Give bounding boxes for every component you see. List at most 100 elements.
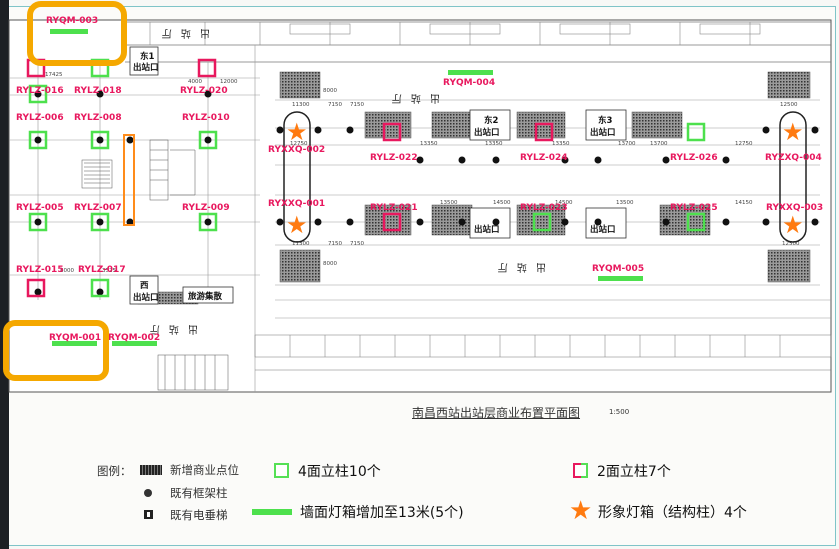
tour-hub-label: 旅游集散	[187, 291, 223, 302]
hall-label: 出 站 厅	[495, 261, 546, 274]
hall-label: 出 站 厅	[159, 27, 210, 40]
svg-text:7150: 7150	[328, 241, 342, 247]
label-rylz-026: RYLZ-026	[670, 153, 718, 163]
four-face-column	[198, 130, 218, 150]
shop-block	[279, 71, 321, 99]
svg-text:13350: 13350	[552, 141, 570, 147]
orange-sign-column	[123, 134, 135, 226]
exit-boxes	[129, 46, 627, 305]
stairs	[81, 139, 229, 391]
wall-lightboxes	[50, 29, 643, 346]
exit-label: 出站口	[133, 62, 159, 73]
hall-labels: 出 站 厅 出 站 厅 出 站 厅 出 站 厅	[147, 27, 546, 336]
dimension-labels: 17425 8000 3525 4000 12000 11300 7150 71…	[45, 72, 800, 274]
label-rylz-009: RYLZ-009	[182, 203, 230, 213]
label-rylz-017: RYLZ-017	[78, 265, 126, 275]
wall-lightbox	[50, 29, 88, 34]
exit-east2-label: 东2	[484, 115, 499, 126]
label-rylz-006: RYLZ-006	[16, 113, 64, 123]
svg-text:14500: 14500	[493, 200, 511, 206]
svg-text:13350: 13350	[420, 141, 438, 147]
four-face-column	[28, 212, 48, 232]
two-face-columns	[26, 58, 554, 298]
svg-text:3525: 3525	[102, 268, 116, 274]
highlight-box-bottom	[3, 320, 109, 381]
shop-block	[631, 111, 683, 139]
label-ryqm-004: RYQM-004	[443, 78, 495, 88]
svg-text:8000: 8000	[323, 261, 337, 267]
point-labels: RYQM-003 RYQM-004 RYQM-005 RYQM-001 RYQM…	[16, 16, 823, 343]
label-ryqm-003: RYQM-003	[46, 16, 98, 26]
frame-columns	[34, 90, 819, 296]
four-face-column	[28, 84, 48, 104]
label-rylz-008: RYLZ-008	[74, 113, 122, 123]
svg-text:7150: 7150	[350, 241, 364, 247]
svg-text:7150: 7150	[328, 102, 342, 108]
svg-text:13500: 13500	[616, 200, 634, 206]
label-rylz-007: RYLZ-007	[74, 203, 122, 213]
label-ryqm-001: RYQM-001	[49, 333, 101, 343]
four-face-column	[532, 212, 552, 232]
label-rylz-010: RYLZ-010	[182, 113, 230, 123]
label-rylz-020: RYLZ-020	[180, 86, 228, 96]
svg-text:14500: 14500	[555, 200, 573, 206]
label-rylz-025: RYLZ-025	[670, 203, 718, 213]
exit-label: 出站口	[590, 127, 616, 138]
label-rylz-015: RYLZ-015	[16, 265, 64, 275]
top-band	[125, 21, 831, 63]
label-rylz-024: RYLZ-024	[520, 153, 568, 163]
exit-label: 出站口	[474, 224, 500, 235]
image-lightboxes: ★ ★ ★ ★	[283, 111, 807, 243]
four-face-columns	[28, 84, 706, 232]
svg-text:11300: 11300	[292, 102, 310, 108]
wall-lightbox	[598, 276, 643, 281]
label-ryxq-001: RYXXQ-001	[268, 199, 325, 209]
drawing-scale: 1:500	[609, 408, 630, 416]
wall-lightbox	[448, 70, 493, 75]
four-face-column	[198, 212, 218, 232]
wall-lightbox	[112, 341, 157, 346]
label-ryxq-003: RYXXQ-003	[766, 203, 823, 213]
four-face-column	[28, 130, 48, 150]
exit-east3-label: 东3	[598, 115, 613, 126]
svg-text:13700: 13700	[618, 141, 636, 147]
shop-block	[431, 204, 473, 236]
exit-east1-label: 东1	[140, 51, 155, 62]
highlight-box-top	[27, 1, 127, 66]
star-icon: ★	[286, 118, 308, 146]
exit-west-label: 西	[140, 281, 149, 291]
svg-text:8000: 8000	[323, 88, 337, 94]
hall-label: 出 站 厅	[147, 323, 198, 336]
svg-text:8000: 8000	[60, 268, 74, 274]
four-face-column	[686, 122, 706, 142]
svg-text:14150: 14150	[735, 200, 753, 206]
wall-lightbox	[52, 341, 97, 346]
label-rylz-005: RYLZ-005	[16, 203, 64, 213]
bottom-rooms	[254, 334, 832, 371]
star-icon: ★	[286, 211, 308, 239]
svg-text:12500: 12500	[780, 102, 798, 108]
shop-block	[431, 111, 473, 139]
label-rylz-018: RYLZ-018	[74, 86, 122, 96]
label-rylz-016: RYLZ-016	[16, 86, 64, 96]
star-icon: ★	[782, 211, 804, 239]
shop-block	[767, 249, 811, 283]
drawing-title: 南昌西站出站层商业布置平面图	[412, 406, 581, 420]
star-icon: ★	[782, 118, 804, 146]
svg-text:17425: 17425	[45, 72, 63, 78]
svg-text:4000: 4000	[188, 79, 202, 85]
label-ryxq-004: RYZXQ-004	[765, 153, 822, 163]
four-face-column	[686, 212, 706, 232]
shop-block	[279, 249, 321, 283]
svg-text:13350: 13350	[485, 141, 503, 147]
label-rylz-023: RYLZ-023	[520, 203, 568, 213]
dark-left-edge	[0, 0, 9, 549]
shop-block	[767, 71, 811, 99]
hall-label: 出 站 厅	[389, 92, 440, 105]
exit-label: 出站口	[133, 292, 159, 303]
svg-text:11300: 11300	[292, 241, 310, 247]
svg-text:7150: 7150	[350, 102, 364, 108]
svg-text:12750: 12750	[290, 141, 308, 147]
exit-label: 出站口	[590, 224, 616, 235]
